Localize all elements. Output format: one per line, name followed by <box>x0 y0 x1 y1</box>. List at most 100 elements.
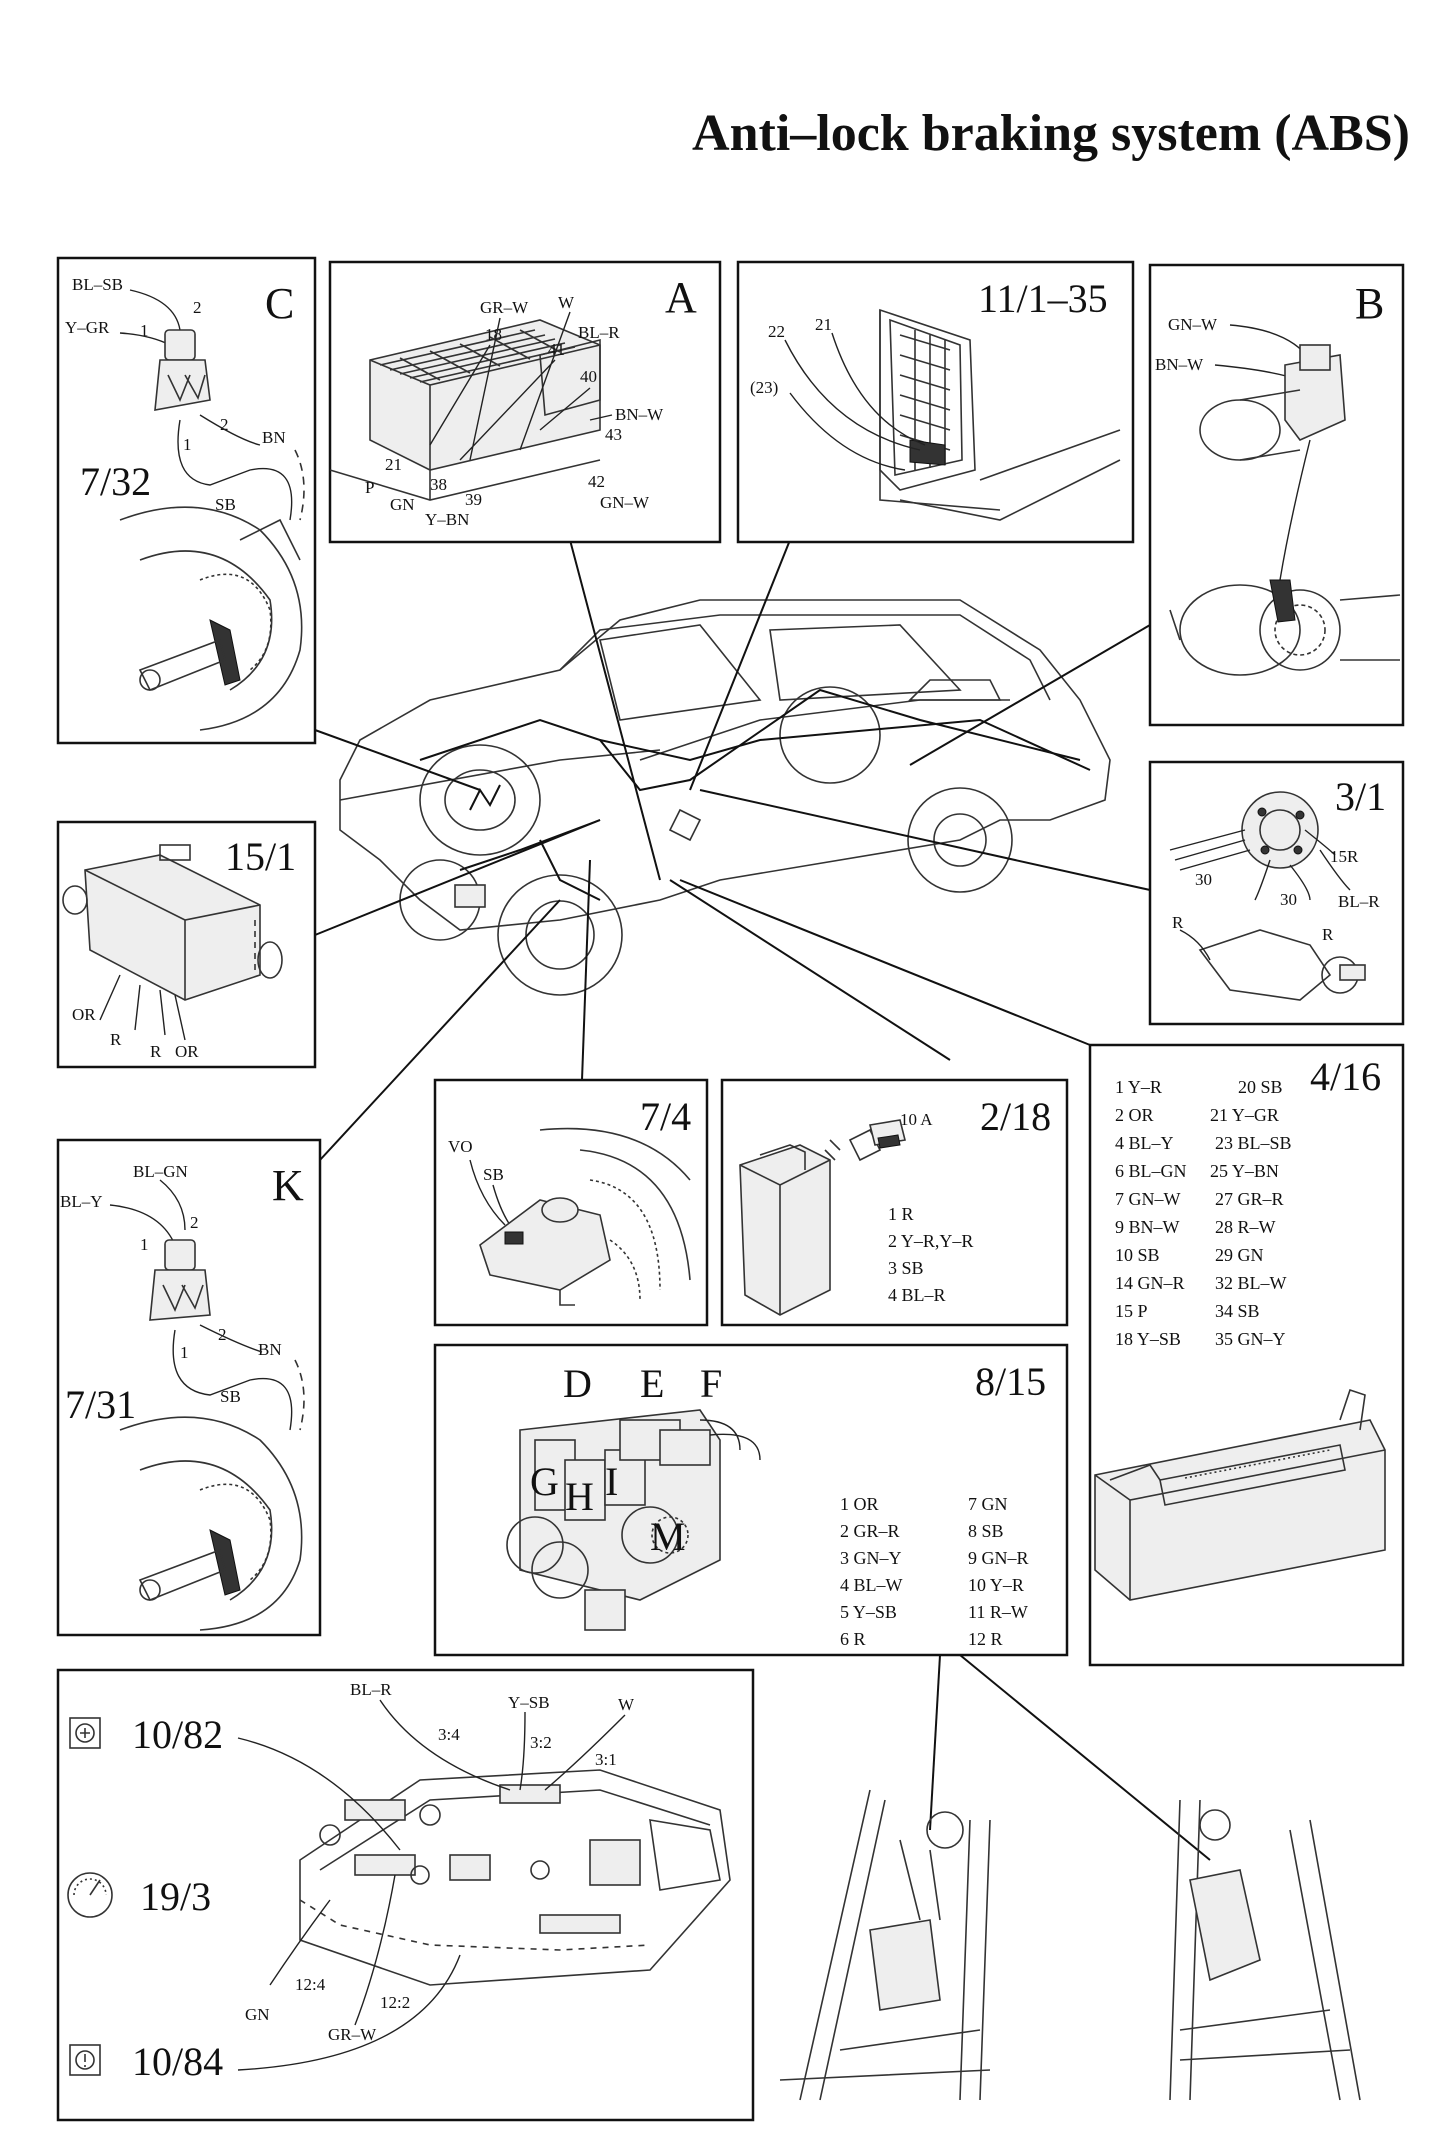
legend-item: 2 Y–R,Y–R <box>888 1231 973 1251</box>
legend-item: 29 GN <box>1215 1245 1264 1265</box>
panel-brake-fluid-ref: 7/4 <box>640 1094 691 1139</box>
legend-item: 1 OR <box>840 1494 879 1514</box>
component-letter: D <box>563 1361 592 1406</box>
wire-label: BL–Y <box>60 1192 103 1211</box>
leader-lines <box>314 539 1211 1861</box>
panel-ignition-switch-ref: 3/1 <box>1335 774 1386 819</box>
wire-label: 12:4 <box>295 1975 326 1994</box>
wire-label: 1 <box>180 1343 189 1362</box>
panel-k: K 7/31 BL–GN BL–Y 2 1 2 1 BN SB <box>56 1138 322 1637</box>
legend-left: 1 Y–R 2 OR 4 BL–Y 6 BL–GN 7 GN–W 9 BN–W … <box>1115 1077 1187 1349</box>
wheel-sensor-art <box>109 1179 305 1631</box>
wire-label: OR <box>72 1005 96 1024</box>
rear-sensor-art <box>1169 324 1401 676</box>
wire-label: BN–W <box>615 405 664 424</box>
component-letter: M <box>650 1514 686 1559</box>
connector-art <box>329 319 601 501</box>
panel-abs-module-ref: 4/16 <box>1310 1054 1381 1099</box>
wire-label: 3:4 <box>438 1725 460 1744</box>
legend-item: 10 SB <box>1115 1245 1160 1265</box>
wire-label: W <box>558 293 575 312</box>
ref-label: 10/82 <box>132 1712 223 1757</box>
panel-c-ref: 7/32 <box>80 459 151 504</box>
legend-item: 2 GR–R <box>840 1521 900 1541</box>
legend-item: 27 GR–R <box>1215 1189 1284 1209</box>
wire-label: 15R <box>1330 847 1359 866</box>
legend-item: 6 BL–GN <box>1115 1161 1187 1181</box>
legend-item: 35 GN–Y <box>1215 1329 1286 1349</box>
legend-item: 4 BL–Y <box>1115 1133 1174 1153</box>
wire-label: GN <box>245 2005 270 2024</box>
panel-instrument-cluster: 10/82 19/3 10/84 <box>56 1668 755 2122</box>
legend-item: 20 SB <box>1238 1077 1283 1097</box>
panel-brake-fluid: 7/4 VO SB <box>433 1078 709 1327</box>
car-illustration <box>339 599 1111 996</box>
wire-label: W <box>618 1695 635 1714</box>
panel-c: C 7/32 BL–SB Y–GR 2 1 2 1 BN SB <box>56 256 317 745</box>
wire-label: 1 <box>140 1235 149 1254</box>
legend-item: 32 BL–W <box>1215 1273 1287 1293</box>
legend-item: 2 OR <box>1115 1105 1154 1125</box>
fuse-box-art <box>784 308 1121 521</box>
abs-module-art <box>1094 1388 1386 1601</box>
hydraulic-unit-art <box>506 1409 761 1631</box>
panel-control-unit: 15/1 OR R R OR <box>56 820 317 1069</box>
wire-label: 30 <box>1195 870 1212 889</box>
wire-label: 2 <box>218 1325 227 1344</box>
wire-label: BL–R <box>578 323 620 342</box>
wire-label: 22 <box>768 322 785 341</box>
wire-label: 18 <box>485 325 502 344</box>
fuse-label: 10 A <box>900 1110 933 1129</box>
wire-label: BL–R <box>350 1680 392 1699</box>
panel-hydraulic-unit: 8/15 D E F G H I M 1 OR 2 GR–R 3 GN–Y 4 … <box>433 1343 1069 1657</box>
legend-item: 1 R <box>888 1204 914 1224</box>
panel-fuse-box: 11/1–35 22 21 (23) <box>736 260 1135 544</box>
legend-item: 9 GN–R <box>968 1548 1029 1568</box>
wire-label: Y–GR <box>65 318 110 337</box>
legend-item: 25 Y–BN <box>1210 1161 1279 1181</box>
cluster-art <box>299 1769 731 1986</box>
wire-label: 3:2 <box>530 1733 552 1752</box>
panel-b-letter: B <box>1355 279 1384 328</box>
wire-label: 2 <box>220 415 229 434</box>
control-unit-art <box>62 844 283 1041</box>
abs-warning-icon <box>69 2044 101 2076</box>
panel-relay: 2/18 10 A 1 R 2 Y–R,Y–R 3 SB 4 BL–R <box>720 1078 1069 1327</box>
wire-label: R <box>1322 925 1334 944</box>
warning-lamp-icon <box>69 1717 101 1749</box>
wire-label: 40 <box>580 367 597 386</box>
legend-item: 8 SB <box>968 1521 1004 1541</box>
legend-item: 4 BL–R <box>888 1285 946 1305</box>
wire-label: BL–SB <box>72 275 123 294</box>
wire-label: SB <box>215 495 236 514</box>
legend-item: 11 R–W <box>968 1602 1028 1622</box>
legend-item: 7 GN <box>968 1494 1008 1514</box>
legend-item: 5 Y–SB <box>840 1602 897 1622</box>
wire-label: R <box>1172 913 1184 932</box>
legend-item: 10 Y–R <box>968 1575 1024 1595</box>
legend-item: 3 SB <box>888 1258 924 1278</box>
wire-label: 3:1 <box>595 1750 617 1769</box>
wire-label: 2 <box>193 298 202 317</box>
wire-label: 2 <box>190 1213 199 1232</box>
wire-label: R <box>150 1042 162 1061</box>
wire-label: BN <box>258 1340 282 1359</box>
legend-item: 34 SB <box>1215 1301 1260 1321</box>
wire-label: OR <box>175 1042 199 1061</box>
wire-label: 1 <box>183 435 192 454</box>
legend-item: 21 Y–GR <box>1210 1105 1279 1125</box>
wire-label: Y–SB <box>508 1693 550 1712</box>
component-letter: H <box>565 1474 594 1519</box>
wire-label: BN–W <box>1155 355 1204 374</box>
panel-abs-module: 4/16 1 Y–R 2 OR 4 BL–Y 6 BL–GN 7 GN–W 9 … <box>1088 1043 1405 1667</box>
component-letter: F <box>700 1361 722 1406</box>
legend-item: 4 BL–W <box>840 1575 903 1595</box>
legend-item: 3 GN–Y <box>840 1548 902 1568</box>
panel-fuse-box-ref: 11/1–35 <box>978 276 1108 321</box>
legend-item: 12 R <box>968 1629 1003 1649</box>
engine-bay-art <box>779 1789 1361 2101</box>
wire-label: GN <box>390 495 415 514</box>
wire-label: GN–W <box>600 493 650 512</box>
panel-control-unit-ref: 15/1 <box>225 834 296 879</box>
